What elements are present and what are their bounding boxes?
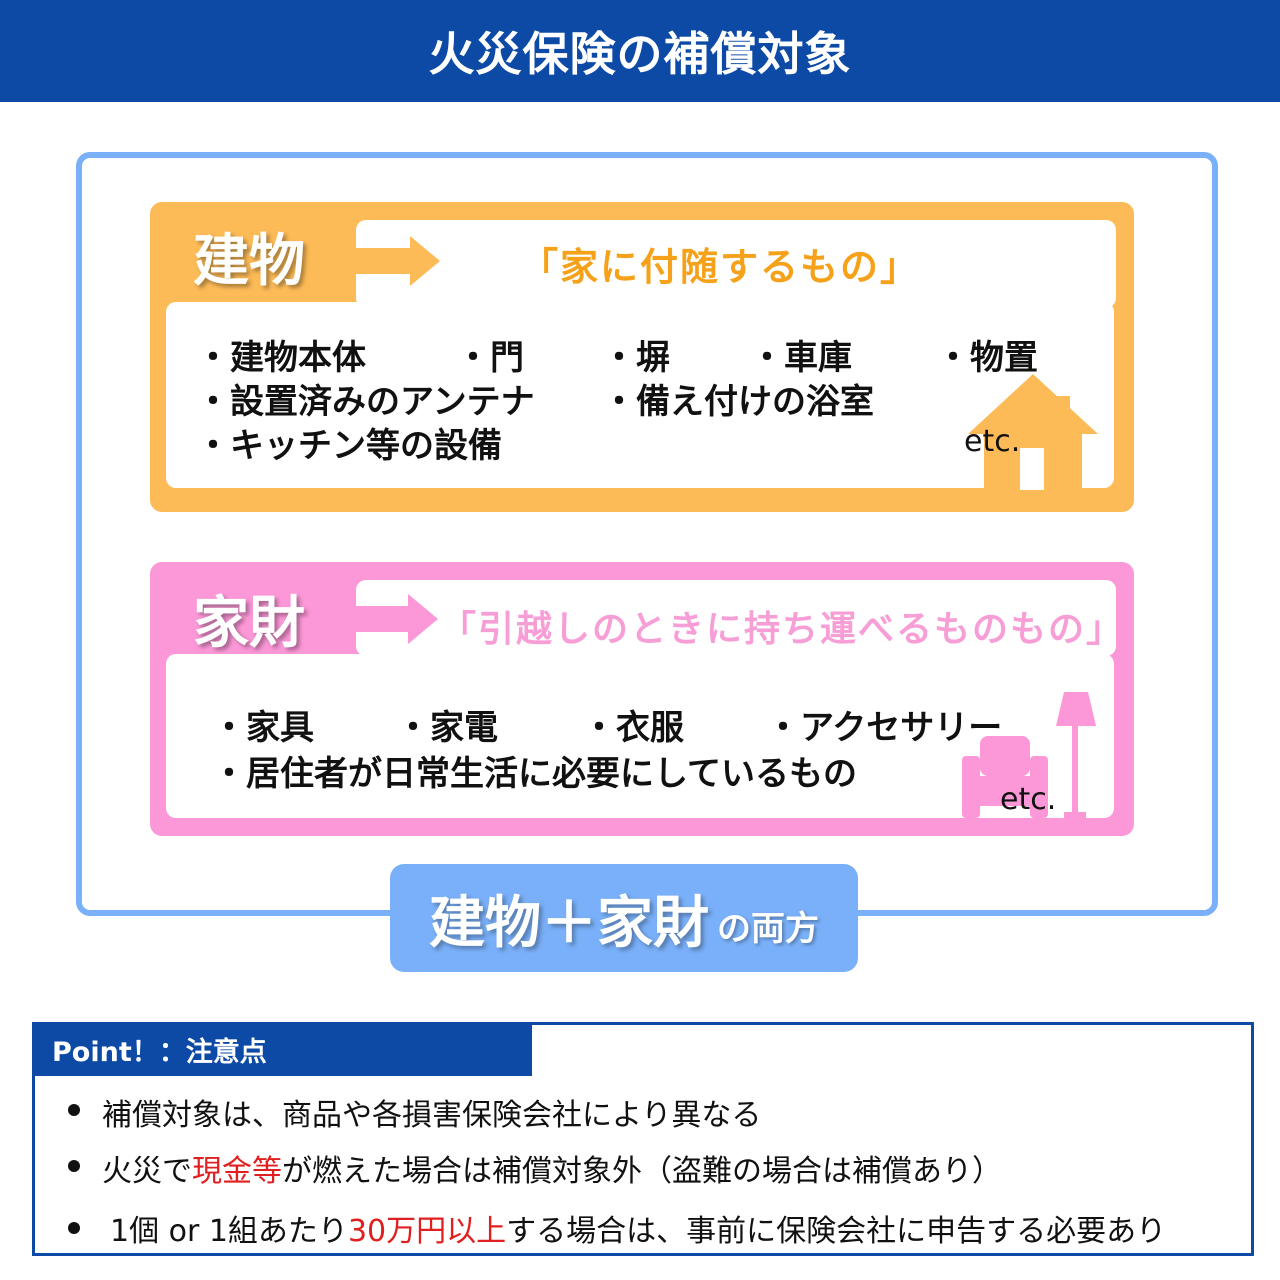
contents-etc: etc.: [1000, 782, 1057, 817]
highlight-text: 現金等: [192, 1154, 282, 1189]
building-item: ・車庫: [750, 338, 852, 378]
building-item: ・建物本体: [196, 338, 366, 378]
building-box: [150, 202, 1134, 512]
building-item: ・門: [456, 338, 524, 378]
both-label: 建物＋家財 の両方: [390, 864, 858, 972]
contents-tag: 家財: [193, 591, 305, 656]
bullet-icon: [68, 1104, 80, 1116]
page-title: 火災保険の補償対象: [0, 0, 1280, 102]
contents-item: ・アクセサリー: [766, 708, 1003, 748]
building-item: ・備え付けの浴室: [602, 382, 874, 422]
contents-item: ・家具: [212, 708, 314, 748]
bullet-icon: [68, 1222, 80, 1234]
contents-subtitle: 「引越しのときに持ち運べるものもの」: [440, 609, 1125, 650]
contents-box: [150, 562, 1134, 836]
bullet-icon: [68, 1160, 80, 1172]
point-row: 補償対象は、商品や各損害保険会社により異なる: [102, 1098, 762, 1133]
point-row: 火災で現金等が燃えた場合は補償対象外（盗難の場合は補償あり）: [102, 1154, 1002, 1189]
building-item: ・キッチン等の設備: [196, 426, 502, 466]
point-title: Point！：注意点: [32, 1022, 532, 1076]
building-etc: etc.: [964, 424, 1021, 459]
house-icon: [968, 374, 1098, 490]
contents-item: ・居住者が日常生活に必要にしているもの: [212, 754, 857, 794]
building-subtitle: 「家に付随するもの」: [520, 245, 921, 289]
both-sub-text: の両方: [717, 908, 819, 949]
building-item: ・設置済みのアンテナ: [196, 382, 535, 422]
arrow-right-icon: [354, 594, 438, 644]
sofa-lamp-icon: [962, 692, 1096, 818]
both-main-text: 建物＋家財: [429, 890, 709, 956]
contents-item: ・衣服: [582, 708, 684, 748]
point-row: 1個 or 1組あたり30万円以上する場合は、事前に保険会社に申告する必要あり: [110, 1214, 1167, 1249]
highlight-text: 30万円以上: [347, 1214, 507, 1249]
building-item: ・物置: [936, 338, 1038, 378]
contents-item: ・家電: [396, 708, 498, 748]
building-tag: 建物: [193, 229, 305, 294]
building-item: ・塀: [602, 338, 670, 378]
arrow-right-icon: [356, 236, 440, 286]
